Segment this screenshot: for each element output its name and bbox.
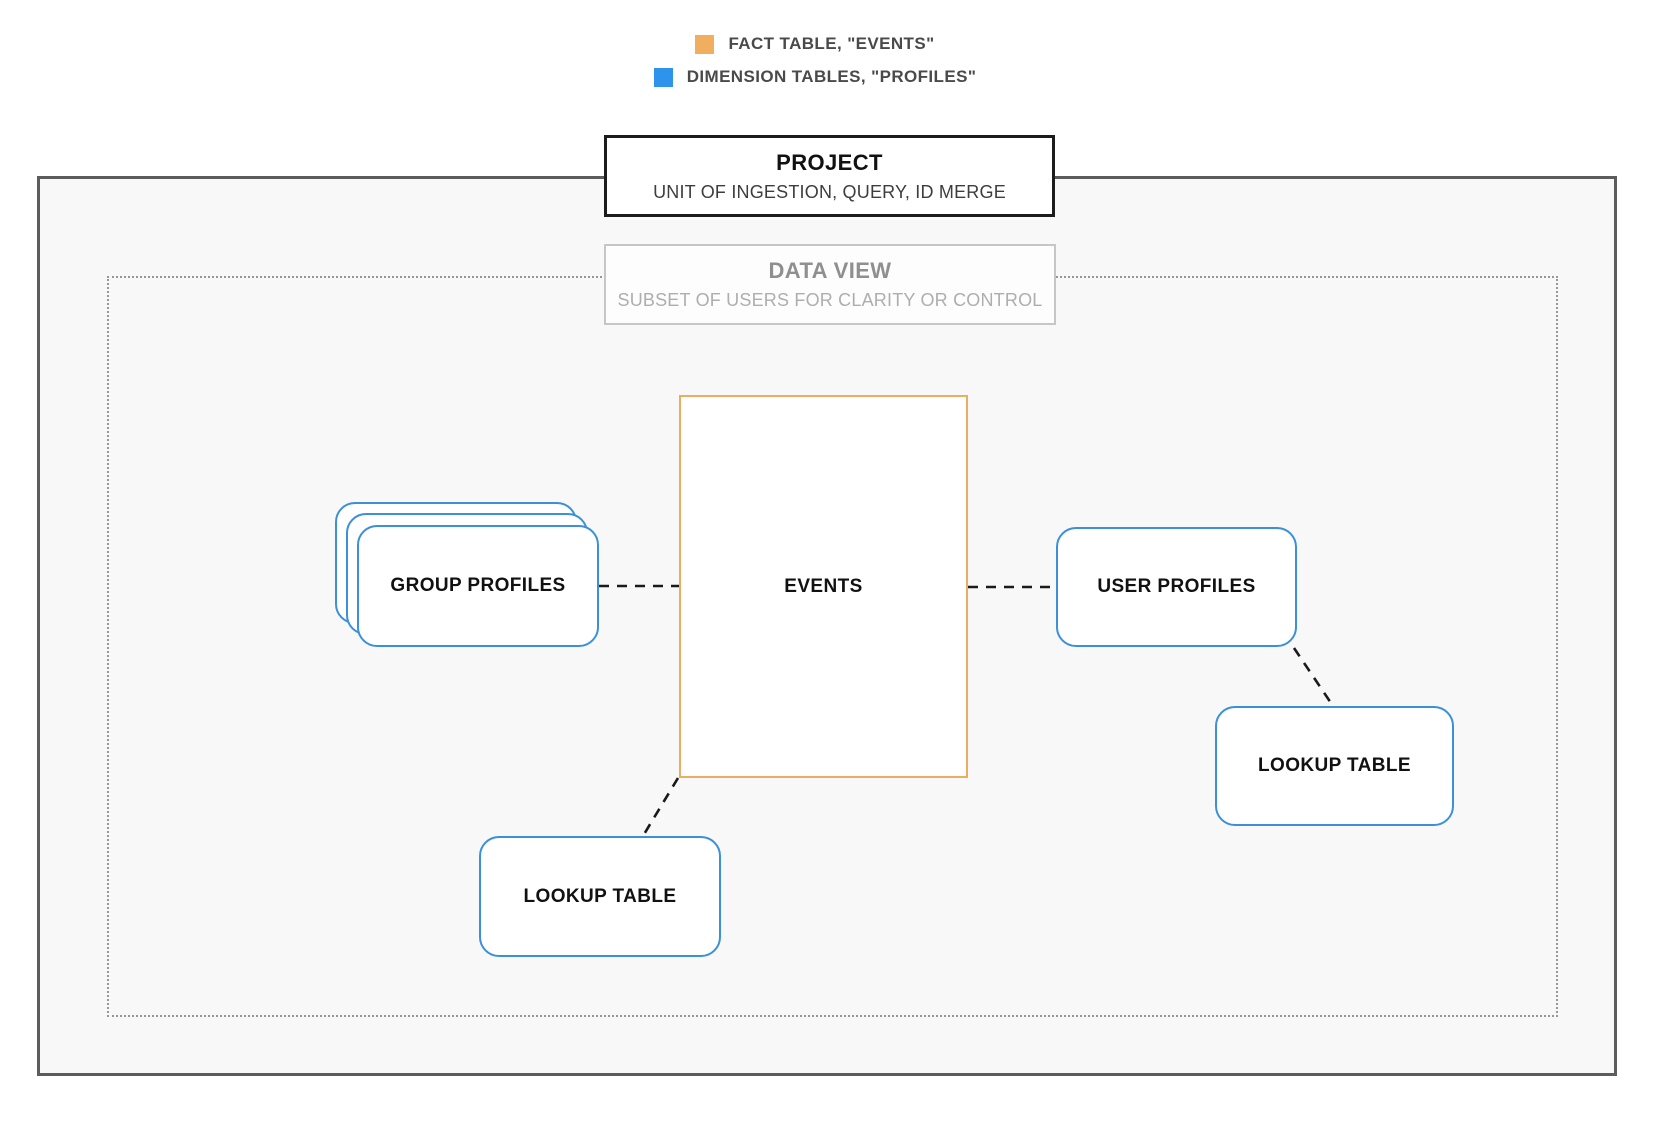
project-title: PROJECT bbox=[776, 149, 883, 175]
node-user-profiles-label: USER PROFILES bbox=[1097, 576, 1256, 597]
node-events-label: EVENTS bbox=[784, 575, 863, 597]
node-lookup-table-right-label: LOOKUP TABLE bbox=[1258, 755, 1411, 776]
data-view-title-box: DATA VIEW SUBSET OF USERS FOR CLARITY OR… bbox=[604, 244, 1056, 325]
node-lookup-table-left-label: LOOKUP TABLE bbox=[523, 885, 677, 907]
project-subtitle: UNIT OF INGESTION, QUERY, ID MERGE bbox=[653, 181, 1006, 202]
node-group-profiles: GROUP PROFILES bbox=[357, 525, 599, 647]
node-group-profiles-label: GROUP PROFILES bbox=[390, 575, 566, 596]
project-title-box: PROJECT UNIT OF INGESTION, QUERY, ID MER… bbox=[604, 135, 1055, 217]
data-view-title: DATA VIEW bbox=[768, 258, 892, 283]
fact-table-swatch-icon bbox=[695, 34, 715, 54]
legend-item-fact-table: FACT TABLE, "EVENTS" bbox=[695, 34, 934, 54]
legend-label-dimension-tables: DIMENSION TABLES, "PROFILES" bbox=[686, 67, 977, 86]
dimension-tables-swatch-icon bbox=[653, 67, 673, 87]
node-lookup-table-left: LOOKUP TABLE bbox=[479, 836, 721, 957]
legend-item-dimension-tables: DIMENSION TABLES, "PROFILES" bbox=[653, 67, 977, 87]
node-user-profiles: USER PROFILES bbox=[1056, 527, 1297, 647]
legend-label-fact-table: FACT TABLE, "EVENTS" bbox=[728, 34, 935, 53]
node-lookup-table-right: LOOKUP TABLE bbox=[1215, 706, 1454, 826]
node-events: EVENTS bbox=[679, 395, 968, 778]
data-view-subtitle: SUBSET OF USERS FOR CLARITY OR CONTROL bbox=[617, 290, 1043, 310]
legend: FACT TABLE, "EVENTS" DIMENSION TABLES, "… bbox=[0, 34, 1630, 87]
